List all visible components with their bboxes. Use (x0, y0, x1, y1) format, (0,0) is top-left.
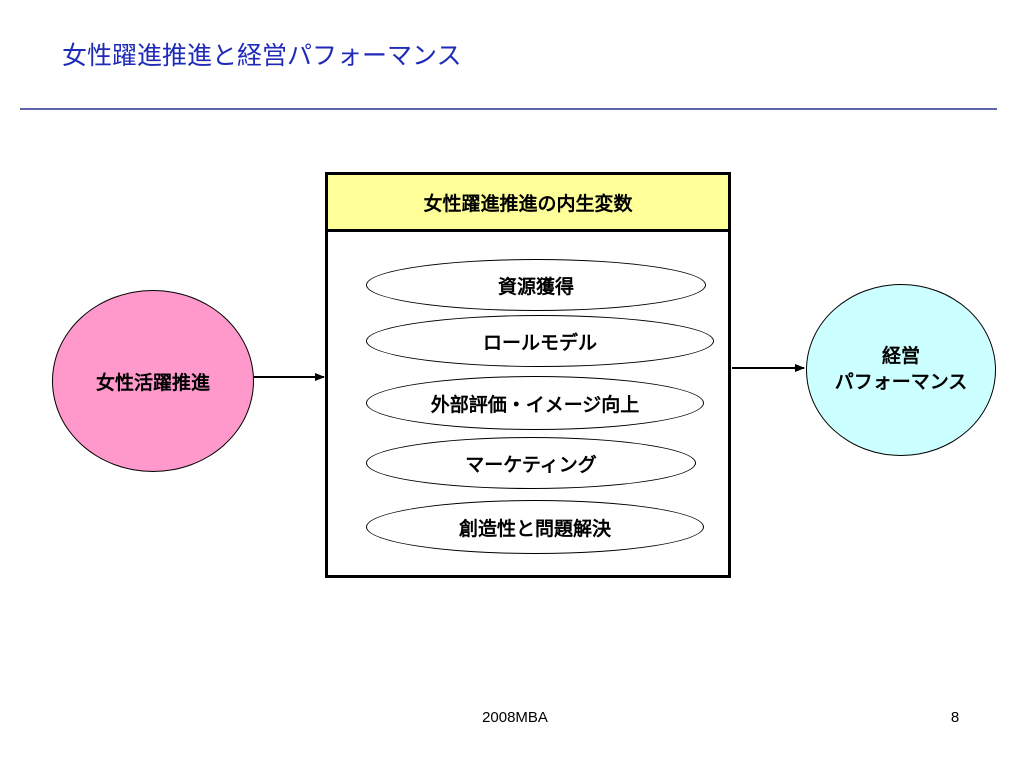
business-performance-node: 経営 パフォーマンス (806, 284, 996, 456)
footer-label: 2008MBA (482, 709, 548, 726)
variable-label: 外部評価・イメージ向上 (430, 393, 640, 416)
women-advancement-label: 女性活躍推進 (95, 371, 210, 394)
variable-ellipse: ロールモデル (366, 315, 714, 367)
women-advancement-node: 女性活躍推進 (52, 290, 254, 472)
variable-ellipse: 創造性と問題解決 (366, 500, 704, 554)
business-performance-label-line1: 経営 (881, 345, 920, 368)
page-number: 8 (950, 709, 960, 726)
variable-ellipse: 外部評価・イメージ向上 (366, 376, 704, 430)
title-divider (20, 108, 997, 110)
variable-ellipse: マーケティング (366, 437, 696, 489)
variable-label: マーケティング (465, 453, 597, 476)
slide-title: 女性躍進推進と経営パフォーマンス (62, 41, 462, 70)
business-performance-label-line2: パフォーマンス (834, 371, 968, 393)
variable-label: 資源獲得 (497, 275, 574, 298)
endogenous-variables-header: 女性躍進推進の内生変数 (328, 175, 728, 232)
variable-label: 創造性と問題解決 (458, 517, 611, 540)
variable-ellipse: 資源獲得 (366, 259, 706, 311)
endogenous-variables-title: 女性躍進推進の内生変数 (423, 192, 633, 215)
variable-label: ロールモデル (482, 331, 597, 354)
endogenous-variables-box: 女性躍進推進の内生変数 (325, 172, 731, 578)
